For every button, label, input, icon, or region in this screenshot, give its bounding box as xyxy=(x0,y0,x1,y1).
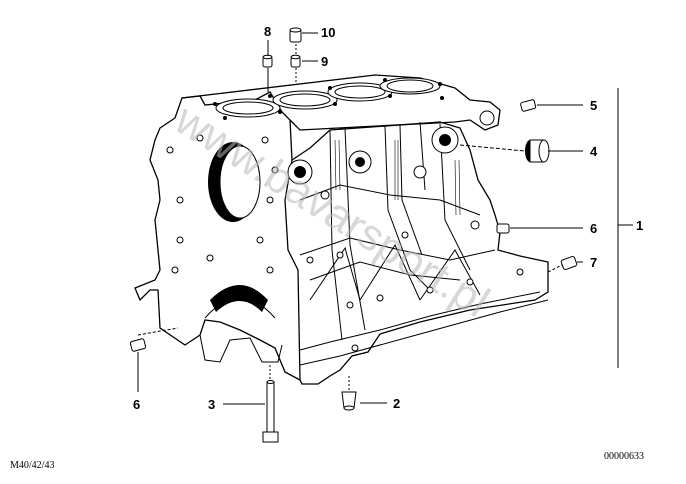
callout-4: 4 xyxy=(590,144,598,159)
callout-6-left: 6 xyxy=(133,397,140,412)
callout-labels: 1 2 3 4 5 6 6 7 8 9 10 xyxy=(133,24,643,412)
drawing-number: 00000633 xyxy=(604,451,644,462)
callout-5: 5 xyxy=(590,98,597,113)
part-4-sealing-cap xyxy=(525,139,550,163)
parts xyxy=(129,27,578,443)
part-3-bolt xyxy=(262,380,279,443)
part-7-plug xyxy=(560,255,578,271)
callout-1: 1 xyxy=(636,218,643,233)
callout-10: 10 xyxy=(321,25,335,40)
part-10-sleeve xyxy=(289,27,302,43)
part-6-plug-left xyxy=(129,338,147,352)
callout-7: 7 xyxy=(590,255,597,270)
leader-lines xyxy=(137,32,633,405)
callout-8: 8 xyxy=(264,24,271,39)
part-2-plug xyxy=(341,391,357,411)
callout-9: 9 xyxy=(321,54,328,69)
part-9-dowel xyxy=(290,54,301,68)
callout-6-right: 6 xyxy=(590,221,597,236)
part-6-plug-right xyxy=(496,223,510,234)
part-5-plug xyxy=(520,99,537,112)
callout-2: 2 xyxy=(393,396,400,411)
engine-block-drawing xyxy=(134,74,549,385)
callout-3: 3 xyxy=(208,397,215,412)
model-code: M40/42/43 xyxy=(10,460,54,471)
part-8-dowel xyxy=(262,54,273,68)
